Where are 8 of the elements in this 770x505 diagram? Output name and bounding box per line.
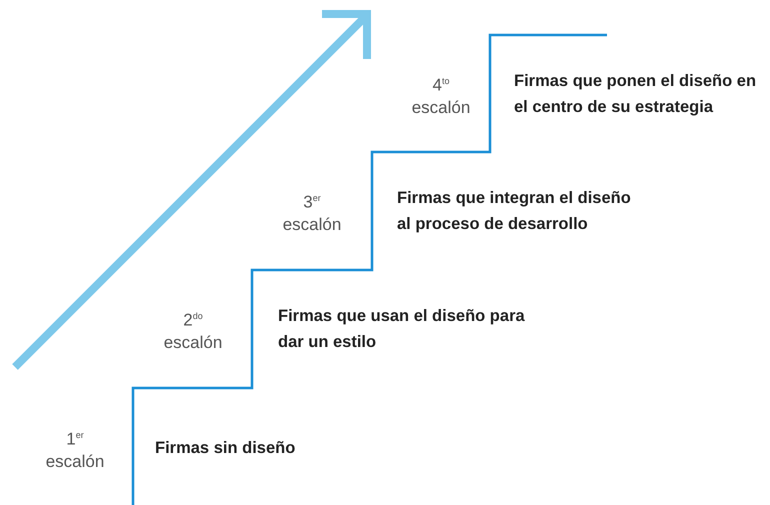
step-description: Firmas que integran el diseño al proceso de desarrollo bbox=[397, 188, 632, 235]
step-label: 4$^{to}$ escalón bbox=[410, 74, 472, 119]
step-label: 2$^{do}$ escalón bbox=[162, 310, 224, 354]
step-description: Firmas que ponen el diseño en el centro de su estrategia bbox=[514, 71, 758, 118]
step-label: 3$^{er}$ escalón bbox=[282, 192, 342, 236]
step-description: Firmas sin diseño bbox=[155, 438, 296, 459]
step-description: Firmas que usan el diseño para dar un estilo bbox=[278, 306, 526, 353]
step-label: 1$^{er}$ escalón bbox=[44, 428, 106, 473]
